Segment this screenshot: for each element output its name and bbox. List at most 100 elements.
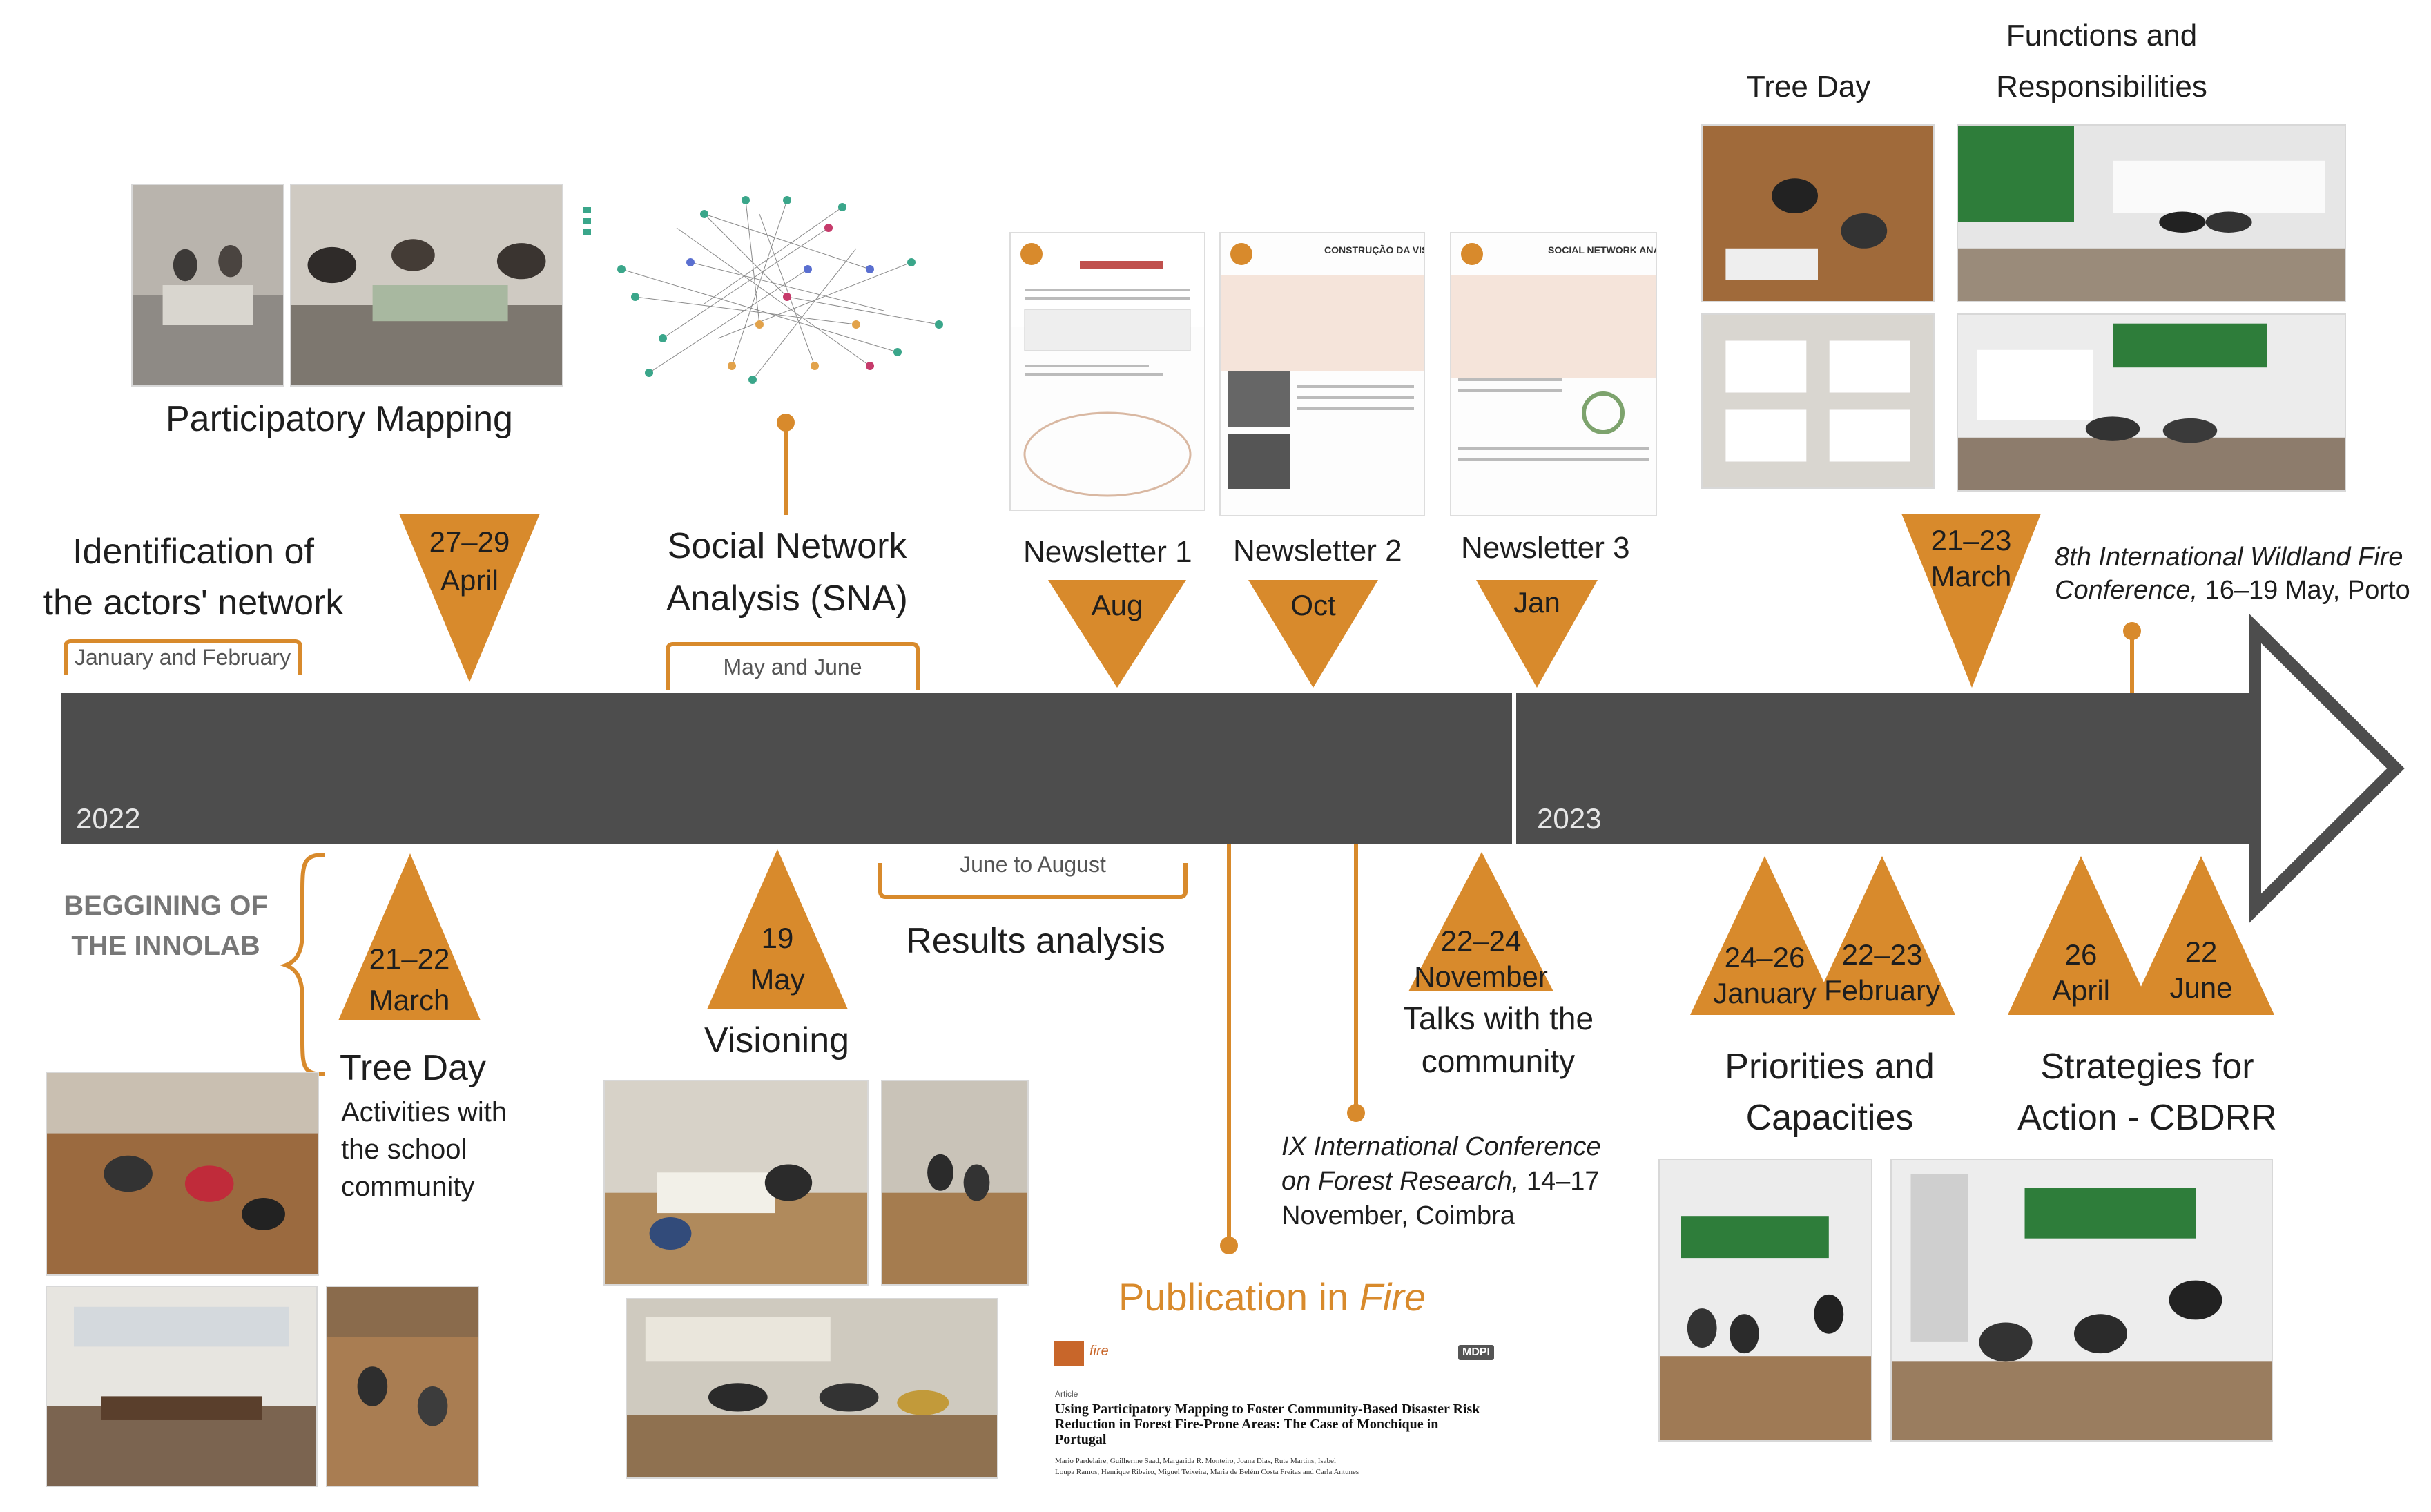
network-graph-icon: [583, 196, 943, 384]
marker-jan: [1476, 580, 1598, 688]
february-2023-day: 22–23: [1841, 938, 1923, 971]
marker-march-2022: [338, 853, 481, 1020]
photo-participatory-mapping-1: [131, 184, 284, 387]
bracket-june-august: [878, 863, 1188, 899]
newsletter1-label: Newsletter 1: [1023, 535, 1192, 569]
timeline-bar-2023: [1516, 693, 2255, 844]
timeline-bar-2022: [61, 693, 1512, 844]
newsletter3-label: Newsletter 3: [1461, 531, 1630, 565]
photo-tree-day-2022-2: [46, 1286, 318, 1487]
identification-period: January and February: [75, 645, 291, 670]
ix-line3: November, Coimbra: [1281, 1201, 1515, 1230]
june-2023-month: June: [2169, 971, 2233, 1004]
publication-pin-dot: [1220, 1237, 1238, 1254]
innolab-brace: [280, 853, 325, 1076]
photo-functions-1: [1957, 124, 2346, 302]
photo-icon: [882, 1081, 1027, 1284]
results-analysis-label: Results analysis: [906, 921, 1165, 961]
journal-name: fire: [1089, 1344, 1109, 1359]
results-period: June to August: [960, 852, 1106, 877]
photo-icon: [133, 185, 283, 385]
beginning-line1: BEGGINING OF: [64, 891, 268, 921]
photo-icon: [47, 1073, 318, 1274]
priorities-line2: Capacities: [1745, 1098, 1914, 1138]
november-month: November: [1414, 960, 1548, 993]
november-day: 22–24: [1440, 924, 1522, 957]
publication-prefix: Publication in: [1118, 1275, 1359, 1319]
march-2022-day: 21–22: [369, 942, 450, 975]
newsletter2-title: CONSTRUÇÃO DA VISÃO: [1324, 244, 1424, 255]
may-month: May: [750, 963, 805, 996]
sna-network-graph: [580, 186, 974, 407]
photo-icon: [627, 1299, 997, 1477]
functions-line1: Functions and: [2006, 19, 2198, 52]
marker-oct: [1248, 580, 1378, 688]
newsletter3-month: Jan: [1513, 586, 1560, 619]
ix-line2-date: 14–17: [1519, 1167, 1600, 1196]
photo-icon: [327, 1287, 478, 1486]
photo-tree-day-2023-1: [1701, 124, 1935, 302]
wildland-pin-dot: [2123, 622, 2141, 640]
paper-authors-line2: Loupa Ramos, Henrique Ribeiro, Miguel Te…: [1055, 1468, 1359, 1476]
photo-icon: [1703, 126, 1933, 301]
march-2023-month: March: [1930, 560, 2012, 592]
priorities-line1: Priorities and: [1725, 1047, 1935, 1087]
bracket-jan-feb: [64, 639, 302, 675]
paper-authors-line1: Mario Pardelaire, Guilherme Saad, Margar…: [1055, 1457, 1336, 1465]
march-2023-day: 21–23: [1930, 524, 2012, 556]
strategies-line2: Action - CBDRR: [2017, 1098, 2277, 1138]
photo-icon: [1958, 315, 2345, 490]
photo-tree-day-2023-2: [1701, 313, 1935, 489]
newsletter3-title: SOCIAL NETWORK ANALYSIS (SNA): [1548, 244, 1656, 255]
photo-icon: [605, 1081, 867, 1284]
marker-november: [1408, 852, 1553, 991]
tree-day-2023-label: Tree Day: [1747, 70, 1871, 104]
newsletter2-label: Newsletter 2: [1233, 534, 1402, 568]
tree-day-2022-label: Tree Day: [340, 1048, 486, 1088]
year-label-2023: 2023: [1537, 802, 1602, 835]
sna-period: May and June: [723, 655, 862, 679]
sna-line1: Social Network: [667, 526, 907, 566]
photo-tree-day-2022-3: [326, 1286, 479, 1487]
photo-visioning-1: [603, 1080, 869, 1286]
talks-line2: community: [1421, 1043, 1576, 1079]
identification-line1: Identification of: [72, 532, 314, 572]
sna-line2: Analysis (SNA): [666, 579, 908, 619]
photo-strategies: [1890, 1159, 2273, 1442]
newsletter2-image: CONSTRUÇÃO DA VISÃO: [1219, 232, 1425, 516]
marker-june-2023: [2128, 856, 2274, 1015]
marker-may: [707, 849, 848, 1009]
strategies-line1: Strategies for: [2040, 1047, 2254, 1087]
sna-pin-dot: [777, 414, 795, 432]
visioning-label: Visioning: [704, 1020, 850, 1060]
newsletter1-image: [1009, 232, 1205, 511]
publication-label: Publication in Fire: [1118, 1274, 1426, 1319]
newsletter2-month: Oct: [1290, 589, 1336, 621]
photo-participatory-mapping-2: [290, 184, 563, 387]
wildland-line1: 8th International Wildland Fire: [2055, 543, 2403, 572]
photo-functions-2: [1957, 313, 2346, 492]
photo-icon: [291, 185, 562, 385]
wildland-date: 16–19 May, Porto: [2198, 576, 2410, 605]
photo-icon: [1958, 126, 2345, 301]
april-2023-day: 26: [2064, 938, 2098, 971]
newsletter-icon: [1451, 243, 1656, 461]
wildland-line2: Conference, 16–19 May, Porto: [2055, 576, 2410, 605]
january-2023-month: January: [1713, 977, 1817, 1009]
april-2023-month: April: [2051, 974, 2111, 1007]
june-2023-day: 22: [2185, 936, 2218, 968]
wildland-conference-italic: Conference,: [2055, 576, 2198, 605]
may-day: 19: [761, 922, 794, 954]
publication-journal: Fire: [1359, 1275, 1426, 1319]
photo-icon: [1703, 315, 1933, 487]
newsletter3-image: SOCIAL NETWORK ANALYSIS (SNA): [1450, 232, 1657, 516]
publisher-badge: MDPI: [1458, 1345, 1494, 1360]
marker-april-2023: [2008, 856, 2154, 1015]
ix-line1: IX International Conference: [1281, 1132, 1601, 1161]
photo-icon: [1892, 1160, 2272, 1440]
photo-visioning-3: [626, 1298, 998, 1479]
identification-line2: the actors' network: [43, 583, 344, 623]
january-2023-day: 24–26: [1724, 941, 1805, 973]
